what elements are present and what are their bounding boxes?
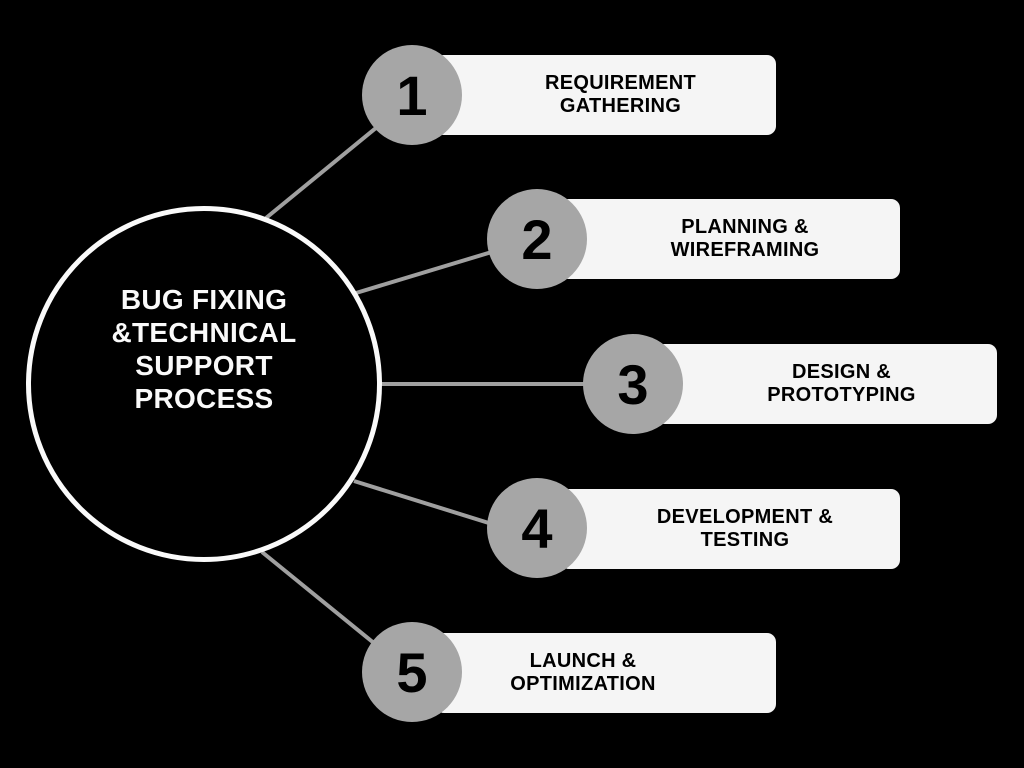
step-4-label: DEVELOPMENT & TESTING: [656, 506, 834, 551]
connector-5: [260, 550, 382, 650]
step-4-card: DEVELOPMENT & TESTING: [560, 489, 900, 569]
central-hub: BUG FIXING &TECHNICAL SUPPORT PROCESS: [26, 206, 382, 562]
hub-title: BUG FIXING &TECHNICAL SUPPORT PROCESS: [111, 284, 297, 414]
step-2-label: PLANNING & WIREFRAMING: [670, 216, 820, 261]
step-1-card: REQUIREMENT GATHERING: [435, 55, 776, 135]
step-3-card: DESIGN & PROTOTYPING: [656, 344, 997, 424]
step-5-card: LAUNCH & OPTIMIZATION: [435, 633, 776, 713]
step-5-number: 5: [362, 622, 462, 722]
step-5-label: LAUNCH & OPTIMIZATION: [510, 650, 656, 695]
step-3-label: DESIGN & PROTOTYPING: [767, 361, 916, 406]
step-1-number: 1: [362, 45, 462, 145]
connector-4: [353, 479, 493, 526]
step-4-number: 4: [487, 478, 587, 578]
step-1-label: REQUIREMENT GATHERING: [544, 72, 697, 117]
step-3-number: 3: [583, 334, 683, 434]
connector-2: [355, 249, 496, 295]
step-2-card: PLANNING & WIREFRAMING: [560, 199, 900, 279]
step-2-number: 2: [487, 189, 587, 289]
connector-1: [264, 121, 384, 220]
